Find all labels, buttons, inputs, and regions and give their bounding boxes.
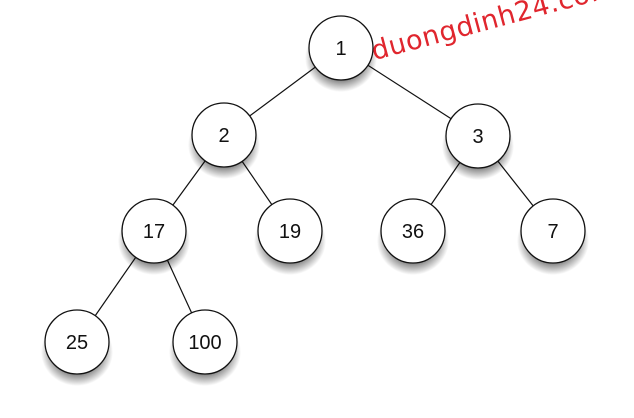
tree-node: 100 bbox=[169, 309, 241, 386]
node-label: 7 bbox=[547, 221, 558, 243]
node-label: 100 bbox=[188, 332, 221, 354]
node-label: 19 bbox=[279, 221, 301, 243]
node-circle bbox=[445, 103, 511, 169]
node-circle bbox=[172, 309, 238, 375]
node-circle bbox=[520, 198, 586, 264]
tree-node: 17 bbox=[118, 198, 190, 275]
tree-node: 36 bbox=[377, 198, 449, 275]
tree-node: 2 bbox=[188, 102, 260, 179]
tree-node: 19 bbox=[254, 198, 326, 275]
node-label: 17 bbox=[143, 221, 165, 243]
node-circle bbox=[308, 15, 374, 81]
tree-edges bbox=[76, 47, 554, 343]
tree-nodes: 1 2 3 17 19 36 7 25 100 bbox=[41, 15, 589, 386]
node-circle bbox=[380, 198, 446, 264]
tree-node: 3 bbox=[442, 103, 514, 180]
node-circle bbox=[257, 198, 323, 264]
node-label: 3 bbox=[472, 126, 483, 148]
tree-node: 25 bbox=[41, 309, 113, 386]
node-label: 25 bbox=[66, 332, 88, 354]
tree-node: 7 bbox=[517, 198, 589, 275]
node-circle bbox=[191, 102, 257, 168]
node-circle bbox=[44, 309, 110, 375]
node-circle bbox=[121, 198, 187, 264]
node-label: 1 bbox=[335, 38, 346, 60]
node-label: 2 bbox=[218, 125, 229, 147]
tree-node: 1 bbox=[305, 15, 377, 92]
node-label: 36 bbox=[402, 221, 424, 243]
